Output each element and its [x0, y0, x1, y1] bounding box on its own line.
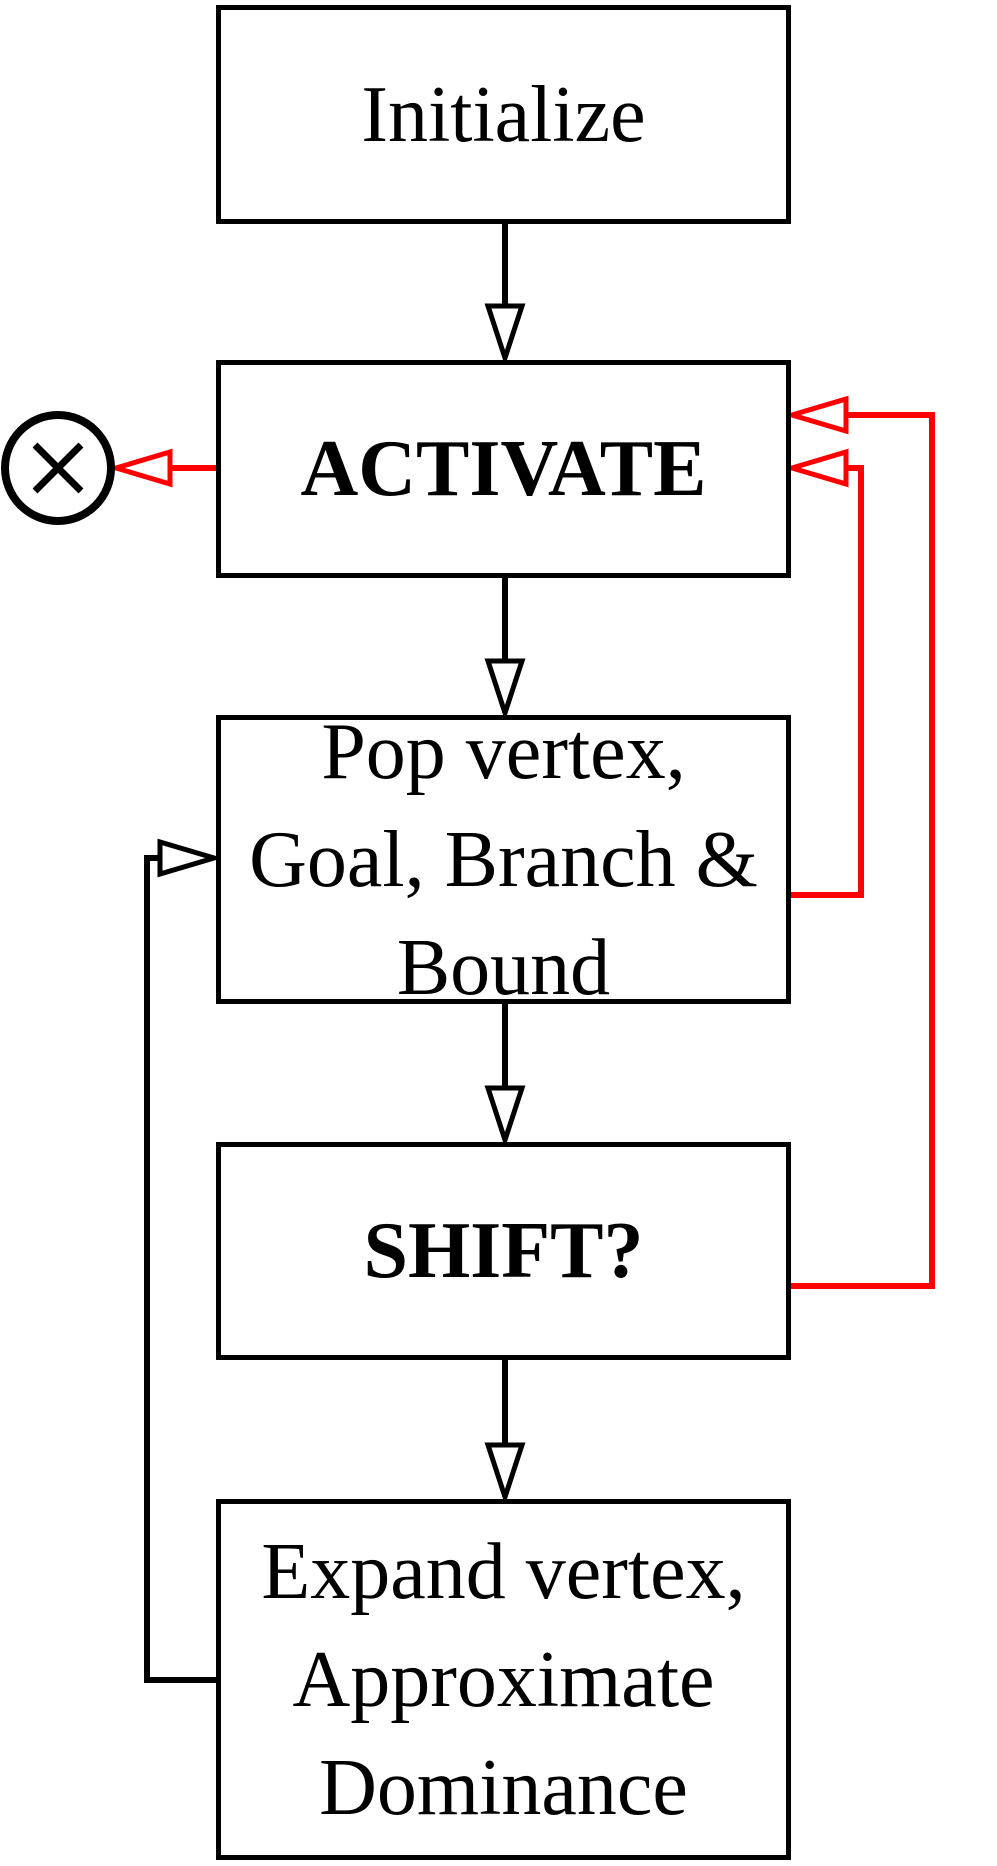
arrowhead-pop: [484, 658, 526, 722]
arrowhead-expand: [484, 1442, 526, 1506]
node-activate-label: ACTIVATE: [300, 425, 707, 513]
node-initialize-label: Initialize: [361, 70, 646, 159]
arrowhead-terminate: [107, 448, 173, 488]
node-expand-vertex: Expand vertex, Approximate Dominance: [216, 1499, 791, 1860]
arrowhead-feedback-shift: [783, 395, 849, 435]
feedback-shift-to-activate: [791, 412, 935, 1289]
arrowhead-activate: [484, 303, 526, 367]
main-flow-arrows: [144, 224, 526, 1683]
node-pop-vertex: Pop vertex, Goal, Branch & Bound: [216, 708, 791, 1012]
feedback-flow-arrows: [107, 395, 935, 1289]
loop-expand-to-pop: [144, 855, 218, 1683]
arrowhead-feedback-pop: [783, 448, 849, 488]
node-shift: SHIFT?: [216, 1142, 791, 1360]
feedback-pop-to-activate: [791, 465, 864, 898]
node-shift-label: SHIFT?: [363, 1207, 644, 1295]
node-initialize: Initialize: [216, 5, 791, 224]
node-pop-line-1: Pop vertex,: [321, 707, 686, 796]
arrowhead-shift: [484, 1085, 526, 1149]
node-expand-line-2: Approximate: [292, 1635, 715, 1724]
node-activate: ACTIVATE: [216, 360, 791, 578]
terminate-icon: [1, 411, 115, 525]
node-pop-line-3: Bound: [396, 923, 611, 1012]
node-expand-line-1: Expand vertex,: [261, 1527, 746, 1616]
arrowhead-loop-pop: [157, 838, 223, 878]
node-pop-line-2: Goal, Branch &: [249, 815, 758, 904]
node-expand-line-3: Dominance: [319, 1743, 688, 1832]
